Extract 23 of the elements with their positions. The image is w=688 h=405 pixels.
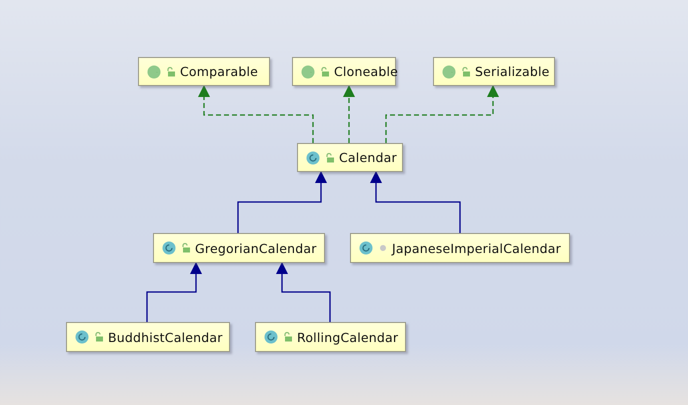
class-box xyxy=(153,233,325,263)
arrow xyxy=(370,171,461,233)
class-box xyxy=(350,233,570,263)
class-box xyxy=(255,322,406,352)
class-name: RollingCalendar xyxy=(297,330,398,344)
class-box xyxy=(292,57,396,86)
dashed-arrow xyxy=(343,85,355,143)
class-box xyxy=(66,322,230,352)
arrow xyxy=(276,262,331,322)
class-box xyxy=(138,57,270,86)
class-name: JapaneseImperialCalendar xyxy=(392,240,561,256)
class-name: Comparable xyxy=(180,64,258,79)
arrow xyxy=(146,262,202,322)
class-name: GregorianCalendar xyxy=(195,240,317,256)
class-name: Serializable xyxy=(475,64,550,79)
class-name: BuddhistCalendar xyxy=(108,330,223,344)
class-name: Calendar xyxy=(339,150,397,165)
dashed-arrow xyxy=(385,85,499,143)
dashed-arrow xyxy=(198,85,314,143)
arrow xyxy=(237,171,327,233)
class-box xyxy=(297,143,403,172)
class-name: Cloneable xyxy=(334,64,398,79)
class-box xyxy=(433,57,555,86)
